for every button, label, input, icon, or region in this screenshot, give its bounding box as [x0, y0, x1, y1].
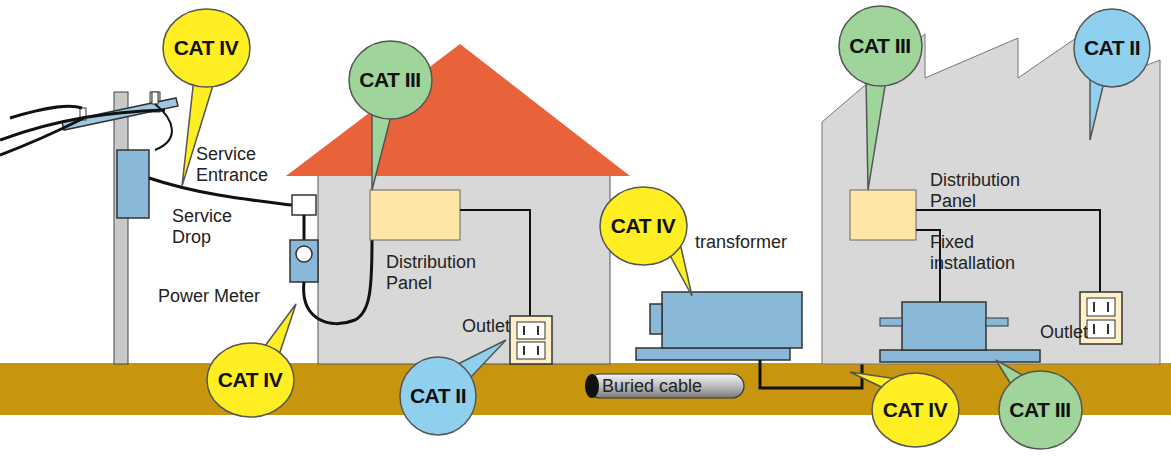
bubble-ellipse [872, 373, 959, 447]
category-label: CAT III [849, 34, 910, 58]
bubble-ellipse [1074, 9, 1150, 87]
callout-bubble: CAT III [998, 370, 1083, 450]
category-label: CAT IV [611, 214, 675, 238]
part-label: Service Drop [172, 206, 232, 248]
callout-bubble: CAT IV [871, 372, 960, 448]
callout-bubble: CAT III [348, 40, 433, 120]
utility-pole [0, 92, 292, 364]
callout-bubble: CAT III [838, 5, 923, 87]
part-label: Outlet [1040, 322, 1100, 343]
house [286, 44, 630, 364]
part-label: Distribution Panel [930, 170, 1040, 212]
ground [0, 363, 1171, 415]
category-label: CAT IV [883, 398, 947, 422]
category-label: CAT IV [218, 368, 282, 392]
bubble-ellipse [207, 343, 294, 417]
part-label: Distribution Panel [386, 252, 496, 294]
part-label: Fixed installation [930, 232, 1030, 274]
bubble-ellipse [999, 371, 1082, 449]
category-label: CAT II [1084, 36, 1140, 60]
bubble-ellipse [839, 6, 922, 86]
buried-cable [585, 374, 744, 398]
category-label: CAT III [359, 68, 420, 92]
bubble-ellipse [400, 357, 476, 435]
callout-bubble: CAT IV [599, 186, 688, 266]
part-label: Power Meter [158, 286, 288, 307]
bubble-ellipse [600, 187, 687, 265]
bubble-ellipse [163, 9, 250, 87]
callout-bubble: CAT IV [206, 342, 295, 418]
category-label: CAT IV [174, 36, 238, 60]
callout-bubble: CAT II [399, 356, 477, 436]
part-label: Outlet [462, 316, 522, 337]
bubble-ellipse [349, 41, 432, 119]
part-label: transformer [695, 232, 815, 253]
category-label: CAT II [410, 384, 466, 408]
callout-tails [182, 70, 1104, 392]
callout-bubble: CAT II [1073, 8, 1151, 88]
part-label: Buried cable [602, 376, 742, 397]
part-label: Service Entrance [196, 144, 282, 186]
category-label: CAT III [1009, 398, 1070, 422]
callout-bubble: CAT IV [162, 8, 251, 88]
